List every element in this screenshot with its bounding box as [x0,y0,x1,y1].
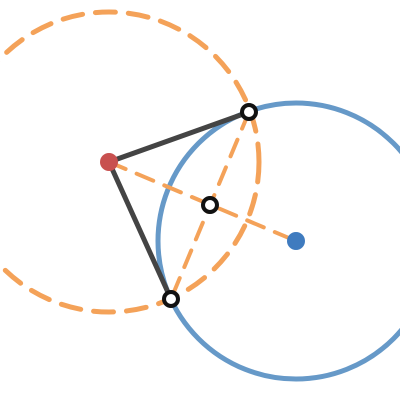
construction-circle [0,9,262,315]
tangent-segment-upper [106,109,252,165]
tangent-point-lower[interactable] [162,290,180,308]
tangent-segment-lower [106,159,174,302]
external-point[interactable] [100,153,118,171]
tangent-point-upper[interactable] [240,103,258,121]
given-circle [155,100,400,382]
given-center-point[interactable] [287,232,305,250]
midpoint-control-point[interactable] [201,196,219,214]
